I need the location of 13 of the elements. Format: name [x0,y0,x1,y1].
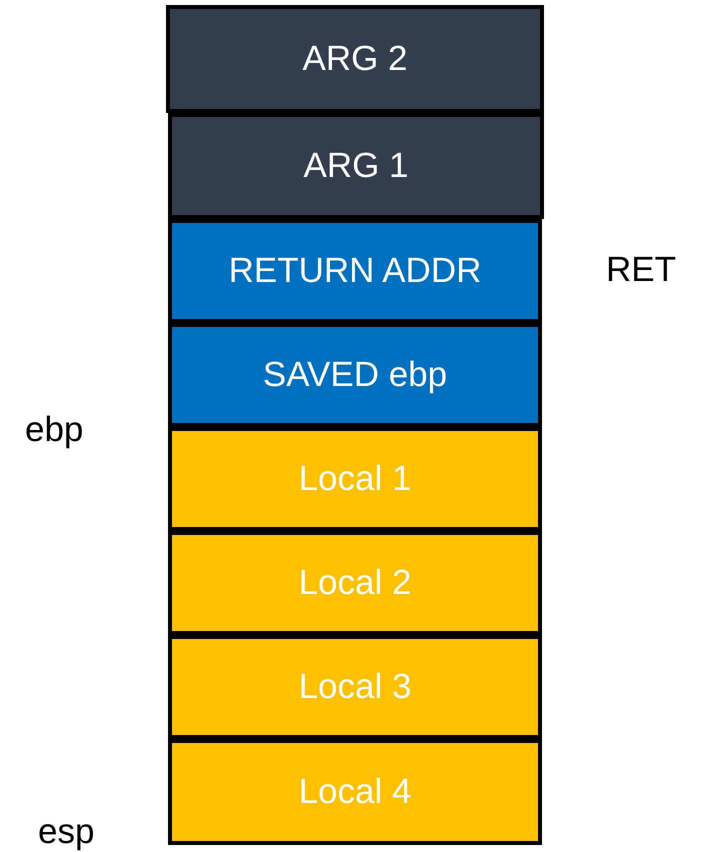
pointer-label: ebp [25,410,84,450]
slot-label: ARG 1 [303,146,409,186]
slot-label: ARG 2 [302,39,408,79]
slot-label: Local 2 [298,563,412,603]
slot-label: Local 4 [298,772,412,812]
slot-label: Local 1 [298,459,412,499]
slot-label: RETURN ADDR [228,251,482,291]
stack-slot [168,739,542,845]
slot-label: SAVED ebp [262,355,448,395]
register-label: RET [606,250,676,290]
pointer-label: esp [38,812,94,852]
slot-label: Local 3 [298,667,412,707]
stack-slot [166,5,544,113]
